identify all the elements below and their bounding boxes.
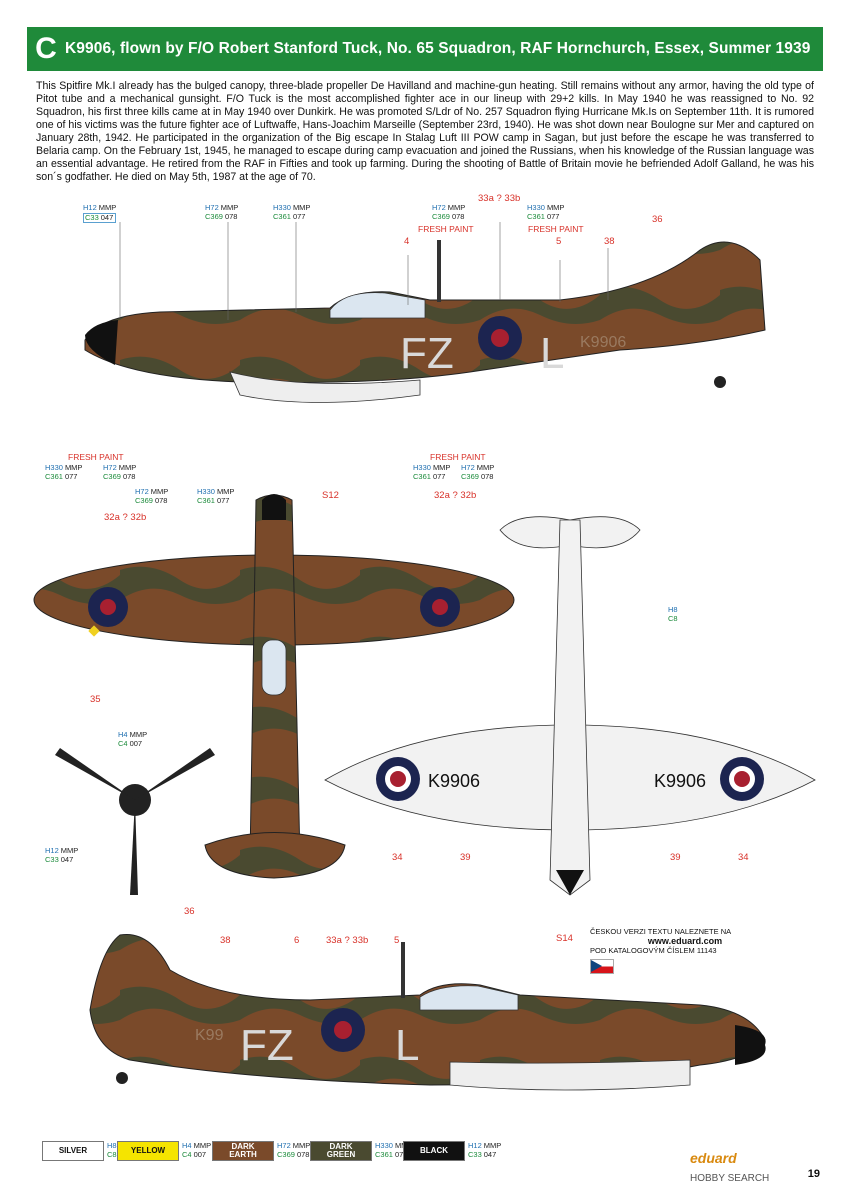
eduard-logo: eduard <box>690 1150 737 1166</box>
callout-fresh-paint-2: FRESH PAINT <box>528 224 584 234</box>
callout-6: 6 <box>294 935 300 946</box>
callout-32-left: 32a ? 32b <box>104 512 147 523</box>
callout-34-left: 34 <box>392 852 403 863</box>
paint-code-silver-1: H8 C8 <box>668 605 678 623</box>
plan-view-underside: K9906 K9906 <box>324 516 816 896</box>
side-serial: K9906 <box>580 334 626 351</box>
callout-lines <box>119 222 609 320</box>
profile-header: C K9906, flown by F/O Robert Stanford Tu… <box>27 27 823 71</box>
legend-silver: SILVER H8 C8 <box>42 1141 117 1161</box>
callout-s12: S12 <box>322 490 339 501</box>
callout-33-b: 33a ? 33b <box>326 935 369 946</box>
callout-38: 38 <box>604 236 615 247</box>
profile-letter: C <box>35 32 57 65</box>
callout-5-b: 5 <box>394 935 400 946</box>
description-paragraph: This Spitfire Mk.I already has the bulge… <box>36 80 814 183</box>
callout-5: 5 <box>556 236 562 247</box>
callout-fresh-paint-3: FRESH PAINT <box>68 452 124 462</box>
callout-39-right: 39 <box>670 852 681 863</box>
callout-fresh-paint-4: FRESH PAINT <box>430 452 486 462</box>
czech-note-line1: ČESKOU VERZI TEXTU NALEZNETE NA <box>590 927 732 936</box>
plan-view-top <box>33 494 515 879</box>
callout-4: 4 <box>404 236 410 247</box>
underside-serial-left: K9906 <box>428 771 480 791</box>
side2-code-l: L <box>395 1021 419 1070</box>
czech-note-site[interactable]: www.eduard.com <box>647 935 723 946</box>
side-code-fz: FZ <box>400 329 454 378</box>
callout-36: 36 <box>652 214 663 225</box>
czech-flag-icon <box>590 958 614 974</box>
callout-36-b: 36 <box>184 906 195 917</box>
profile-title: K9906, flown by F/O Robert Stanford Tuck… <box>65 40 811 57</box>
side2-code-fz: FZ <box>240 1021 294 1070</box>
side-profile-bottom: FZ L K99 <box>89 933 766 1091</box>
callout-38-b: 38 <box>220 935 231 946</box>
underside-serial-right: K9906 <box>654 771 706 791</box>
page-number: 19 <box>807 1168 820 1180</box>
side2-serial: K99 <box>195 1027 224 1044</box>
callout-39-left: 39 <box>460 852 471 863</box>
watermark: HOBBY SEARCH <box>690 1173 770 1184</box>
propeller-detail <box>55 748 215 895</box>
callout-33: 33a ? 33b <box>478 193 521 204</box>
callout-34-right: 34 <box>738 852 749 863</box>
description-text: This Spitfire Mk.I already has the bulge… <box>36 80 814 184</box>
side-code-l: L <box>540 329 564 378</box>
side-profile-top: FZ L K9906 <box>84 240 766 403</box>
callout-s14: S14 <box>556 933 573 944</box>
callout-35: 35 <box>90 694 101 705</box>
callout-32-right: 32a ? 32b <box>434 490 477 501</box>
czech-note-line2: POD KATALOGOVÝM ČÍSLEM 11143 <box>590 946 717 955</box>
czech-note: ČESKOU VERZI TEXTU NALEZNETE NA www.edua… <box>590 927 780 974</box>
callout-fresh-paint-1: FRESH PAINT <box>418 224 474 234</box>
